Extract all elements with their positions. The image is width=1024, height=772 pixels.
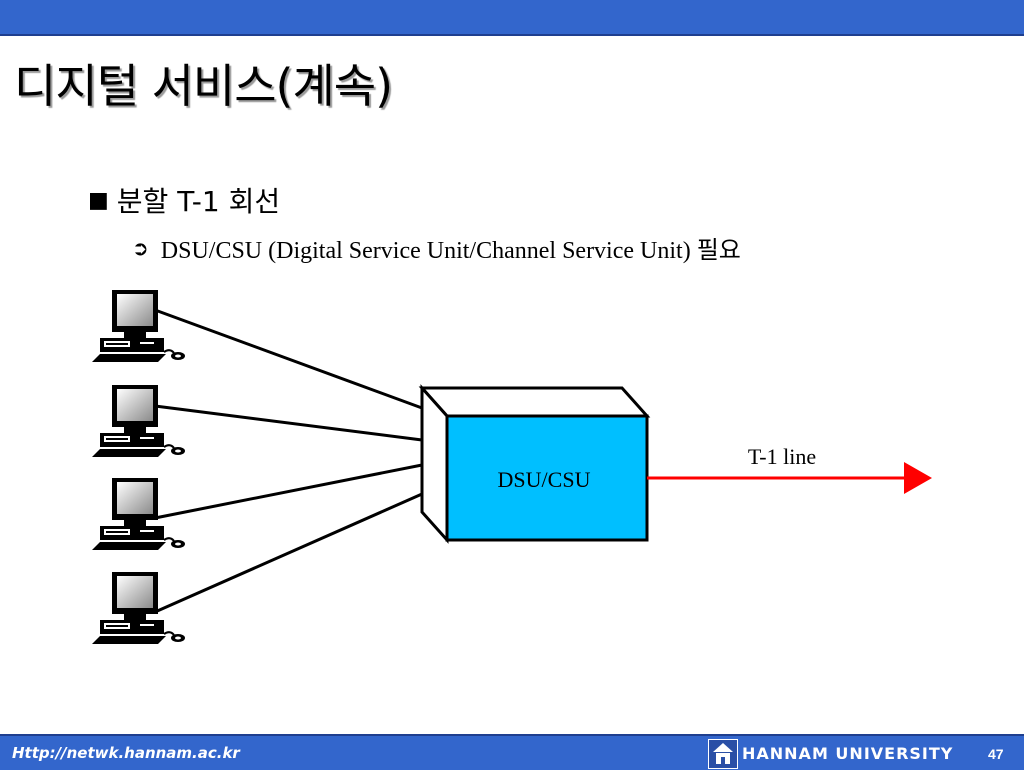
- arrow-bullet-icon: ➲: [132, 235, 149, 260]
- computer-icon-2: [91, 384, 186, 458]
- square-bullet-icon: ■: [88, 187, 109, 213]
- dsu-csu-box: DSU/CSU: [418, 384, 651, 544]
- connection-line-3: [154, 463, 423, 520]
- bullet-level1-text: 분할 T-1 회선: [116, 185, 281, 218]
- t1-line-label: T-1 line: [748, 444, 816, 469]
- page-number: 47: [988, 746, 1004, 762]
- connection-line-2: [154, 404, 423, 442]
- top-banner: [0, 0, 1024, 36]
- connection-line-4: [154, 492, 423, 614]
- bullet-level2-text: DSU/CSU (Digital Service Unit/Channel Se…: [160, 238, 741, 264]
- slide-title: 디지털 서비스(계속): [14, 59, 393, 113]
- connection-line-1: [154, 308, 423, 410]
- dsu-csu-label: DSU/CSU: [498, 467, 591, 492]
- footer-url-link[interactable]: Http://netwk.hannam.ac.kr: [12, 744, 240, 762]
- t1-arrow-head: [904, 462, 932, 494]
- footer-bar: Http://netwk.hannam.ac.kr HANNAM UNIVERS…: [0, 734, 1024, 770]
- computer-icon-4: [91, 571, 186, 645]
- university-name: HANNAM UNIVERSITY: [742, 744, 954, 763]
- computer-icon-1: [91, 289, 186, 363]
- university-logo-icon: [708, 739, 738, 769]
- bullet-level2: ➲ DSU/CSU (Digital Service Unit/Channel …: [132, 230, 741, 265]
- bullet-level1: ■ 분할 T-1 회선: [88, 180, 280, 220]
